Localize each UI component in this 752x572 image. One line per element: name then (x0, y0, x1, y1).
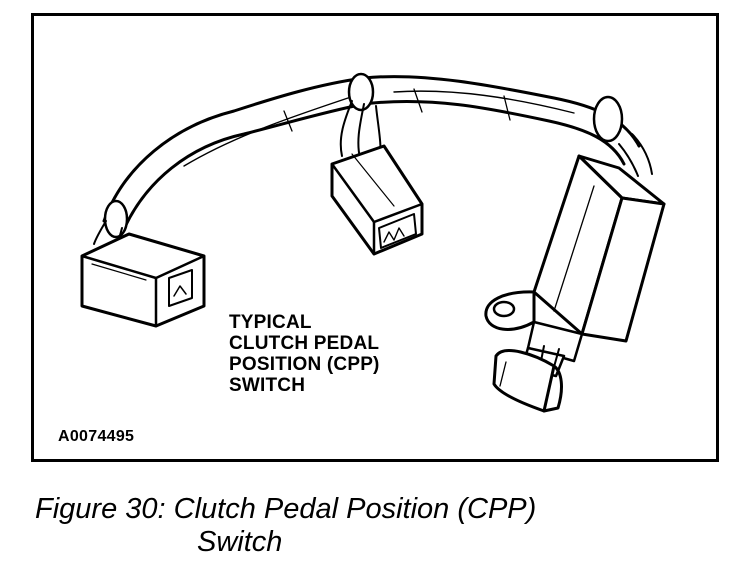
callout-line: TYPICAL (229, 312, 312, 333)
callout-line: POSITION (CPP) (229, 354, 380, 375)
art-reference-id: A0074495 (58, 428, 135, 445)
callout-line: SWITCH (229, 375, 306, 396)
cpp-switch-illustration (80, 72, 666, 413)
component-callout-label: TYPICAL CLUTCH PEDAL POSITION (CPP) SWIT… (229, 312, 380, 396)
middle-connector (330, 144, 424, 256)
figure-caption: Figure 30: Clutch Pedal Position (CPP) S… (35, 493, 536, 559)
caption-line: Figure 30: Clutch Pedal Position (CPP) (35, 493, 537, 525)
callout-line: CLUTCH PEDAL (229, 333, 380, 354)
cpp-switch-body (484, 154, 666, 413)
figure-frame: TYPICAL CLUTCH PEDAL POSITION (CPP) SWIT… (31, 13, 719, 462)
left-connector (80, 232, 206, 328)
caption-line: Switch (197, 526, 283, 558)
